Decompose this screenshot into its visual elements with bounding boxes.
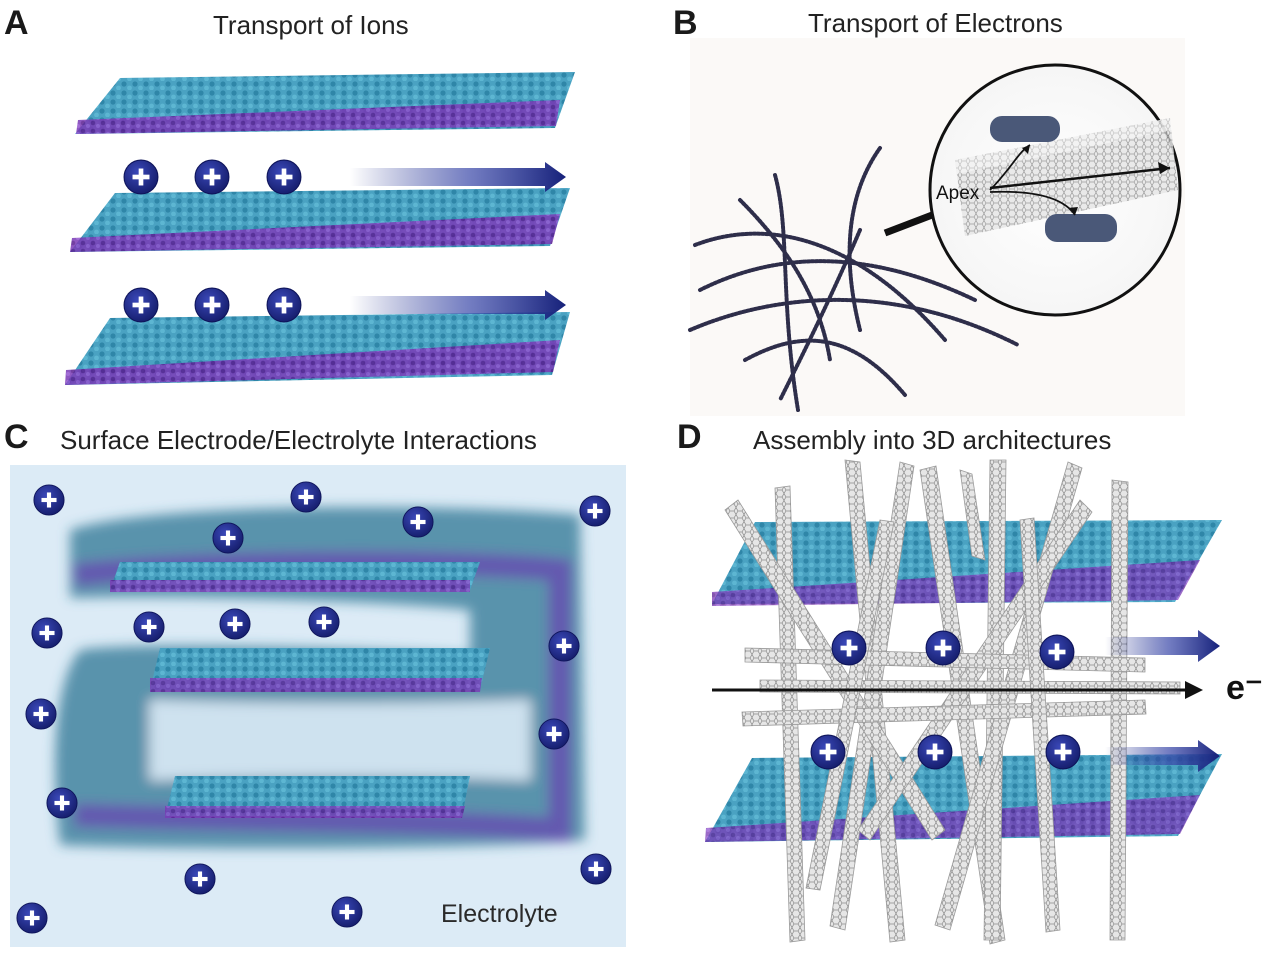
plus-ion-icon xyxy=(579,495,611,527)
plus-ion-icon xyxy=(266,287,302,323)
electrolyte-label: Electrolyte xyxy=(441,900,558,928)
panel-letter-c: C xyxy=(4,418,29,456)
adsorbate-top xyxy=(990,116,1060,142)
panel-letter-a: A xyxy=(4,4,29,42)
nanotube-zoom xyxy=(955,118,1178,236)
plus-ion-icon xyxy=(917,734,953,770)
layered-sheet-a1 xyxy=(75,72,575,134)
electrode-sheet-d-top xyxy=(712,520,1222,606)
plus-ion-icon xyxy=(308,606,340,638)
electrode-sheet-c2 xyxy=(150,648,490,692)
electron-label: e⁻ xyxy=(1226,669,1263,707)
plus-ion-icon xyxy=(31,617,63,649)
nanotube-fiber-network xyxy=(688,146,1020,412)
plus-ion-icon xyxy=(194,159,230,195)
panel-b-title: Transport of Electrons xyxy=(808,8,1063,38)
plus-ion-icon xyxy=(33,484,65,516)
panel-c-title: Surface Electrode/Electrolyte Interactio… xyxy=(60,425,537,455)
plus-ion-icon xyxy=(831,630,867,666)
adsorbate-bottom xyxy=(1045,214,1117,242)
zoom-inset-circle xyxy=(928,63,1182,317)
transport-arrow-d-top xyxy=(1105,630,1220,662)
ion-arrow-a2 xyxy=(350,290,566,320)
plus-ion-icon xyxy=(538,718,570,750)
plus-ion-icon xyxy=(548,630,580,662)
plus-ion-icon xyxy=(331,896,363,928)
plus-ion-icon xyxy=(266,159,302,195)
plus-ion-icon xyxy=(25,698,57,730)
plus-ion-icon xyxy=(1039,634,1075,670)
panel-d-illustration xyxy=(705,459,1222,945)
plus-ion-icon xyxy=(184,863,216,895)
transport-arrow-d-bottom xyxy=(1105,740,1220,772)
panel-c-illustration xyxy=(10,465,626,947)
plus-ion-icon xyxy=(810,734,846,770)
apex-label: Apex xyxy=(936,183,980,204)
plus-ion-icon xyxy=(123,159,159,195)
panel-d-title: Assembly into 3D architectures xyxy=(753,425,1112,455)
plus-ion-icon xyxy=(580,853,612,885)
plus-ion-icon xyxy=(219,608,251,640)
ion-arrow-a1 xyxy=(350,162,566,192)
plus-ion-icon xyxy=(402,506,434,538)
electrode-sheet-c3 xyxy=(165,776,470,818)
electrode-sheet-c1 xyxy=(110,562,480,592)
panel-a-illustration xyxy=(65,72,575,385)
layered-sheet-a2 xyxy=(70,188,570,252)
nanotube-network-3d xyxy=(724,459,1181,945)
plus-ion-icon xyxy=(212,522,244,554)
plus-ion-icon xyxy=(925,630,961,666)
panel-a-title: Transport of Ions xyxy=(213,10,409,40)
plus-ion-icon xyxy=(194,287,230,323)
plus-ion-icon xyxy=(16,902,48,934)
plus-ion-icon xyxy=(46,787,78,819)
layered-sheet-a3 xyxy=(65,312,570,385)
plus-ion-icon xyxy=(133,611,165,643)
panel-letter-b: B xyxy=(673,4,698,42)
plus-ion-icon xyxy=(123,287,159,323)
panel-b-illustration xyxy=(688,38,1185,416)
plus-ion-icon xyxy=(1045,734,1081,770)
plus-ion-icon xyxy=(290,481,322,513)
panel-letter-d: D xyxy=(677,418,702,456)
